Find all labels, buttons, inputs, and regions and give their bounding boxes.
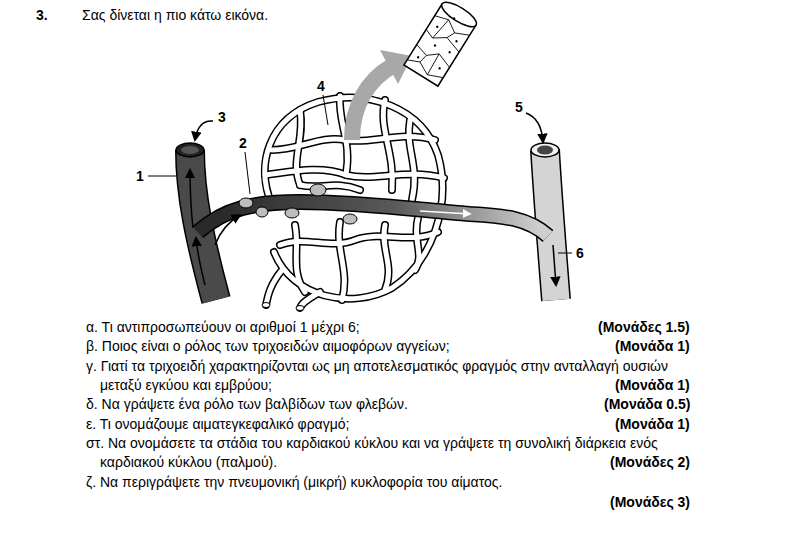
callout-number: 4 <box>317 77 325 96</box>
question-text: ε. Τι ονομάζουμε αιματεγκεφαλικό φραγμό; <box>86 415 692 434</box>
callout-number: 1 <box>136 167 144 186</box>
question-text: ζ. Να περιγράψετε την πνευμονική (μικρή)… <box>86 473 692 492</box>
points-label: (Μονάδες 2) <box>610 453 690 472</box>
callout-number: 2 <box>239 134 247 153</box>
points-label: (Μονάδα 1) <box>615 337 690 356</box>
callout-number: 3 <box>218 108 226 127</box>
question-text: γ. Γιατί τα τριχοειδή χαρακτηρίζονται ως… <box>86 357 692 395</box>
callout-number: 6 <box>576 244 584 263</box>
question-text: δ. Να γράψετε ένα ρόλο των βαλβίδων των … <box>86 395 692 414</box>
points-label: (Μονάδα 1) <box>615 376 690 395</box>
callout-number: 5 <box>515 98 523 117</box>
question-number: 3. <box>36 6 48 25</box>
points-label: (Μονάδες 1.5) <box>598 318 690 337</box>
points-label: (Μονάδες 3) <box>610 493 690 512</box>
question-text: β. Ποιος είναι ο ρόλος των τριχοειδών αι… <box>86 337 692 356</box>
question-text: στ. Να ονομάσετε τα στάδια του καρδιακού… <box>86 434 692 472</box>
points-label: (Μονάδα 0.5) <box>604 395 690 414</box>
intro-text: Σας δίνεται η πιο κάτω εικόνα. <box>82 6 268 25</box>
points-label: (Μονάδα 1) <box>615 415 690 434</box>
